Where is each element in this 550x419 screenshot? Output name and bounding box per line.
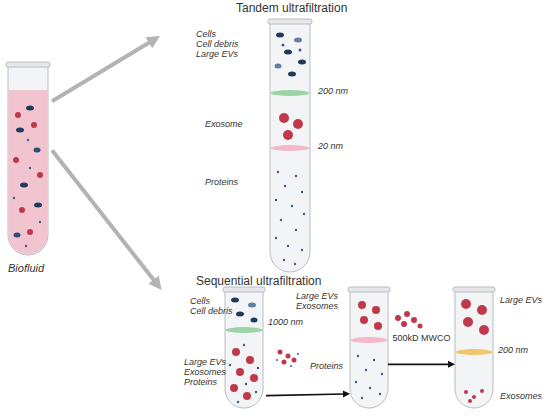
filter-tube-node: Large EVs200 nmExosomes bbox=[455, 290, 493, 408]
sequential-tube bbox=[453, 287, 495, 408]
passing-particles bbox=[276, 350, 299, 368]
tube-label: Large EVs bbox=[196, 50, 238, 60]
section-title: Tandem ultrafiltration bbox=[236, 2, 347, 15]
arrow-head bbox=[343, 390, 350, 397]
tube-label: Large EVs bbox=[296, 292, 338, 302]
arrow-head bbox=[448, 361, 455, 368]
process-arrow bbox=[52, 36, 160, 101]
biofluid-tube-node: Biofluid bbox=[4, 62, 52, 258]
filter-tube-node: CellsCell debris1000 nmLarge EVsExosomes… bbox=[150, 290, 266, 410]
arrow-line bbox=[52, 150, 154, 280]
tube-label: Large EVs bbox=[500, 296, 542, 306]
tube-label: 200 nm bbox=[498, 346, 528, 356]
biofluid-tube bbox=[6, 62, 50, 255]
process-arrow bbox=[52, 150, 162, 290]
sequential-tube bbox=[223, 287, 265, 408]
tube-label: Cells bbox=[196, 30, 216, 40]
tube-label: Exosomes bbox=[296, 302, 338, 312]
arrow-line bbox=[266, 394, 344, 396]
filter-tube-node: CellsCell debrisLarge EVs200 nmExosome20… bbox=[160, 18, 330, 276]
tube-label: Cells bbox=[190, 297, 210, 307]
tube-label: Cell debris bbox=[190, 307, 233, 317]
passing-particles bbox=[395, 311, 423, 329]
arrow-line bbox=[52, 42, 150, 101]
tube-label: Cell debris bbox=[196, 40, 239, 50]
arrow-line bbox=[388, 364, 449, 366]
tube-label: Proteins bbox=[205, 178, 238, 188]
tube-label: Exosomes bbox=[184, 368, 226, 378]
tube-label: Exosomes bbox=[500, 392, 542, 402]
cutoff-label: 500kD MWCO bbox=[392, 334, 450, 344]
tandem-tube bbox=[268, 19, 312, 272]
sequential-tube bbox=[348, 287, 390, 408]
tube-label: Exosome bbox=[205, 120, 243, 130]
tube-label: 1000 nm bbox=[268, 318, 303, 328]
tube-label: Large EVs bbox=[184, 358, 226, 368]
tube-label: Biofluid bbox=[8, 262, 44, 274]
arrow-head bbox=[148, 276, 161, 290]
filter-tube-node: Large EVsExosomesProteins bbox=[350, 290, 388, 408]
tube-label: Proteins bbox=[184, 378, 217, 388]
process-arrow bbox=[266, 390, 350, 397]
tube-label: Proteins bbox=[310, 362, 343, 372]
tube-label: 200 nm bbox=[318, 87, 348, 97]
section-title: Sequential ultrafiltration bbox=[196, 275, 321, 288]
process-arrow bbox=[388, 361, 455, 368]
tube-label: 20 nm bbox=[318, 142, 343, 152]
arrow-head bbox=[146, 36, 160, 48]
